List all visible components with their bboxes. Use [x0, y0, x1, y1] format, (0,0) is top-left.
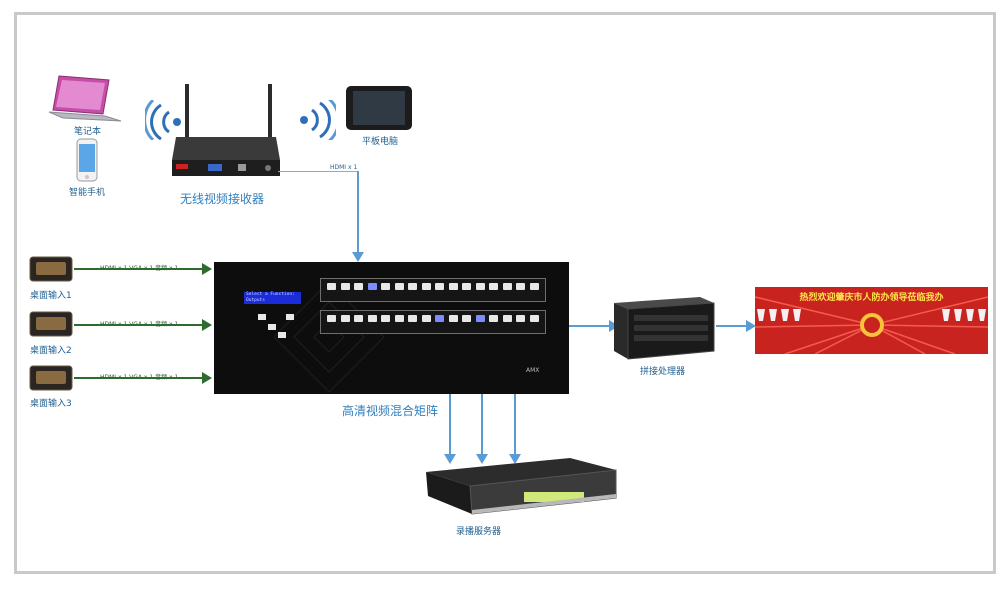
matrix-label: 高清视频混合矩阵 — [342, 404, 439, 418]
matrix-key-button[interactable] — [327, 315, 336, 322]
output-button-row — [320, 310, 546, 334]
receiver-link-label: HDMI x 1 — [330, 164, 358, 171]
desktop-input-1-label: 桌面输入1 — [30, 291, 72, 301]
wifi-signal-icon — [145, 100, 181, 140]
desktop-input-3-device — [29, 365, 73, 391]
matrix-key-button[interactable] — [462, 315, 471, 322]
matrix-to-recorder-arrow-2 — [481, 394, 483, 458]
matrix-key-button[interactable] — [367, 315, 377, 322]
matrix-key-button[interactable] — [489, 283, 498, 290]
lcd-line-1: Select a Function: — [246, 292, 295, 297]
matrix-key-button[interactable] — [448, 315, 458, 322]
lcd-line-2: Outputs — [246, 298, 265, 303]
led-display-wall: 热烈欢迎肇庆市人防办领导莅临我办 — [755, 287, 988, 354]
arrowhead-right-icon — [202, 319, 212, 331]
receiver-to-matrix-arrow — [357, 171, 359, 256]
desktop-input-3-label: 桌面输入3 — [30, 399, 72, 409]
input-3-arrow — [74, 377, 204, 379]
panel-button[interactable] — [258, 314, 266, 320]
matrix-brand: AMX — [526, 367, 540, 374]
desktop-input-1-device — [29, 256, 73, 282]
matrix-key-button[interactable] — [327, 283, 336, 290]
matrix-key-button[interactable] — [340, 283, 350, 290]
matrix-key-button[interactable] — [421, 315, 431, 322]
display-banner-text: 热烈欢迎肇庆市人防办领导莅临我办 — [799, 293, 944, 303]
arrowhead-down-icon — [476, 454, 488, 464]
matrix-key-button[interactable] — [394, 283, 404, 290]
matrix-key-button[interactable] — [421, 283, 431, 290]
phone-label: 智能手机 — [69, 188, 106, 198]
matrix-key-button[interactable] — [340, 315, 350, 322]
display-rays-decoration — [755, 296, 988, 354]
desktop-input-2-device — [29, 311, 73, 337]
input-1-arrow — [74, 268, 204, 270]
wireless-receiver-device — [172, 84, 280, 176]
panel-button[interactable] — [286, 314, 294, 320]
arrowhead-right-icon — [202, 372, 212, 384]
arrowhead-right-icon — [202, 263, 212, 275]
splicing-processor-device — [614, 297, 715, 360]
matrix-lcd-display: Select a Function: Outputs — [244, 292, 301, 304]
matrix-key-button[interactable] — [462, 283, 471, 290]
hd-video-matrix-device: Select a Function: Outputs AMX — [214, 262, 569, 394]
matrix-key-button[interactable] — [435, 283, 444, 290]
matrix-key-button[interactable] — [475, 315, 485, 322]
matrix-key-button[interactable] — [475, 283, 485, 290]
recorder-label: 录播服务器 — [456, 527, 502, 537]
matrix-key-button[interactable] — [435, 315, 444, 322]
recording-server-device — [426, 458, 617, 515]
matrix-key-button[interactable] — [354, 315, 363, 322]
panel-button[interactable] — [268, 324, 276, 330]
matrix-to-recorder-arrow-1 — [449, 394, 451, 458]
tablet-label: 平板电脑 — [362, 137, 399, 147]
receiver-link-line — [278, 171, 358, 172]
processor-to-display-arrow — [716, 325, 748, 327]
panel-button[interactable] — [278, 332, 286, 338]
matrix-key-button[interactable] — [516, 283, 525, 290]
matrix-key-button[interactable] — [529, 283, 539, 290]
matrix-key-button[interactable] — [516, 315, 525, 322]
matrix-key-button[interactable] — [408, 315, 417, 322]
matrix-key-button[interactable] — [394, 315, 404, 322]
smartphone-icon — [76, 138, 98, 182]
arrowhead-down-icon — [509, 454, 521, 464]
matrix-to-recorder-arrow-3 — [514, 394, 516, 458]
matrix-key-button[interactable] — [354, 283, 363, 290]
matrix-key-button[interactable] — [502, 283, 512, 290]
laptop-icon — [48, 75, 122, 122]
processor-label: 拼接处理器 — [640, 367, 686, 377]
tablet-icon — [346, 86, 412, 130]
wifi-signal-icon-right — [300, 100, 336, 140]
matrix-key-button[interactable] — [367, 283, 377, 290]
receiver-label: 无线视频接收器 — [180, 192, 265, 206]
input-2-arrow — [74, 324, 204, 326]
matrix-to-processor-arrow — [569, 325, 611, 327]
matrix-key-button[interactable] — [529, 315, 539, 322]
arrowhead-right-icon — [746, 320, 756, 332]
matrix-key-button[interactable] — [502, 315, 512, 322]
matrix-key-button[interactable] — [408, 283, 417, 290]
matrix-key-button[interactable] — [448, 283, 458, 290]
arrowhead-down-icon — [444, 454, 456, 464]
laptop-label: 笔记本 — [74, 127, 102, 137]
arrowhead-down-icon — [352, 252, 364, 262]
matrix-key-button[interactable] — [381, 283, 390, 290]
desktop-input-2-label: 桌面输入2 — [30, 346, 72, 356]
matrix-key-button[interactable] — [489, 315, 498, 322]
input-button-row — [320, 278, 546, 302]
matrix-key-button[interactable] — [381, 315, 390, 322]
